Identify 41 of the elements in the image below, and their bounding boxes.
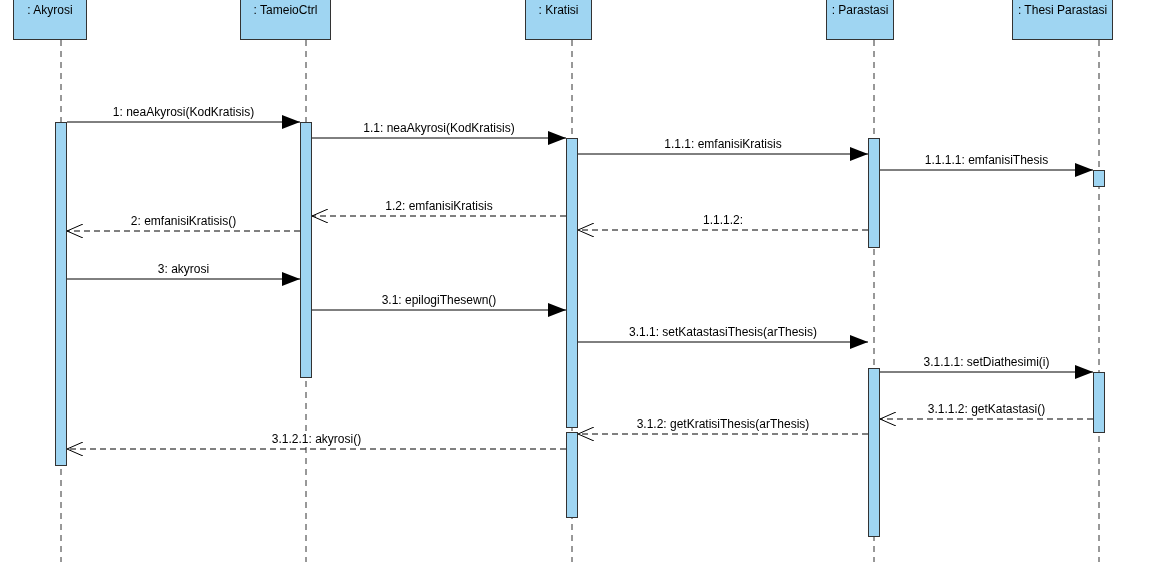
message-label: 1: neaAkyrosi(KodKratisis): [111, 105, 256, 119]
message-label: 3.1.2: getKratisiThesis(arThesis): [635, 417, 811, 431]
return-message-arrow: [66, 223, 301, 239]
message-label: 2: emfanisiKratisis(): [129, 214, 238, 228]
activation-bar: [868, 368, 880, 537]
activation-bar: [1093, 170, 1105, 187]
message-arrow: [879, 365, 1094, 379]
activation-bar: [1093, 372, 1105, 433]
message-label: 3.1: epilogiThesewn(): [380, 293, 498, 307]
lifeline-header: : Parastasi: [826, 0, 894, 40]
activation-bar: [868, 138, 880, 248]
lifeline-header: : TameioCtrl: [240, 0, 331, 40]
return-message-arrow: [577, 222, 869, 238]
message-label: 1.1.1: emfanisiKratisis: [663, 137, 783, 151]
message-arrow: [311, 131, 567, 145]
message-label: 3: akyrosi: [156, 262, 211, 276]
message-label: 1.1: neaAkyrosi(KodKratisis): [362, 121, 516, 135]
return-message-arrow: [311, 208, 567, 224]
message-arrow: [577, 147, 869, 161]
message-label: 3.1.1: setKatastasiThesis(arThesis): [627, 325, 819, 339]
message-label: 3.1.1.2: getKatastasi(): [926, 402, 1047, 416]
message-arrow: [311, 303, 567, 317]
activation-bar: [566, 432, 578, 518]
message-label: 3.1.2.1: akyrosi(): [270, 432, 363, 446]
message-arrow: [66, 115, 301, 129]
return-message-arrow: [879, 411, 1094, 427]
lifeline-header: : Thesi Parastasi: [1012, 0, 1113, 40]
return-message-arrow: [66, 441, 567, 457]
message-arrow: [879, 163, 1094, 177]
message-label: 3.1.1.1: setDiathesimi(i): [922, 355, 1051, 369]
message-label: 1.1.1.2:: [702, 213, 744, 227]
activation-bar: [300, 122, 312, 378]
message-arrow: [66, 272, 301, 286]
message-label: 1.2: emfanisiKratisis: [384, 199, 494, 213]
lifeline-header: : Kratisi: [525, 0, 592, 40]
message-arrow: [577, 335, 869, 349]
lifeline-header: : Akyrosi: [13, 0, 87, 40]
return-message-arrow: [577, 426, 869, 442]
activation-bar: [55, 122, 67, 466]
message-label: 1.1.1.1: emfanisiThesis: [923, 153, 1050, 167]
activation-bar: [566, 138, 578, 428]
